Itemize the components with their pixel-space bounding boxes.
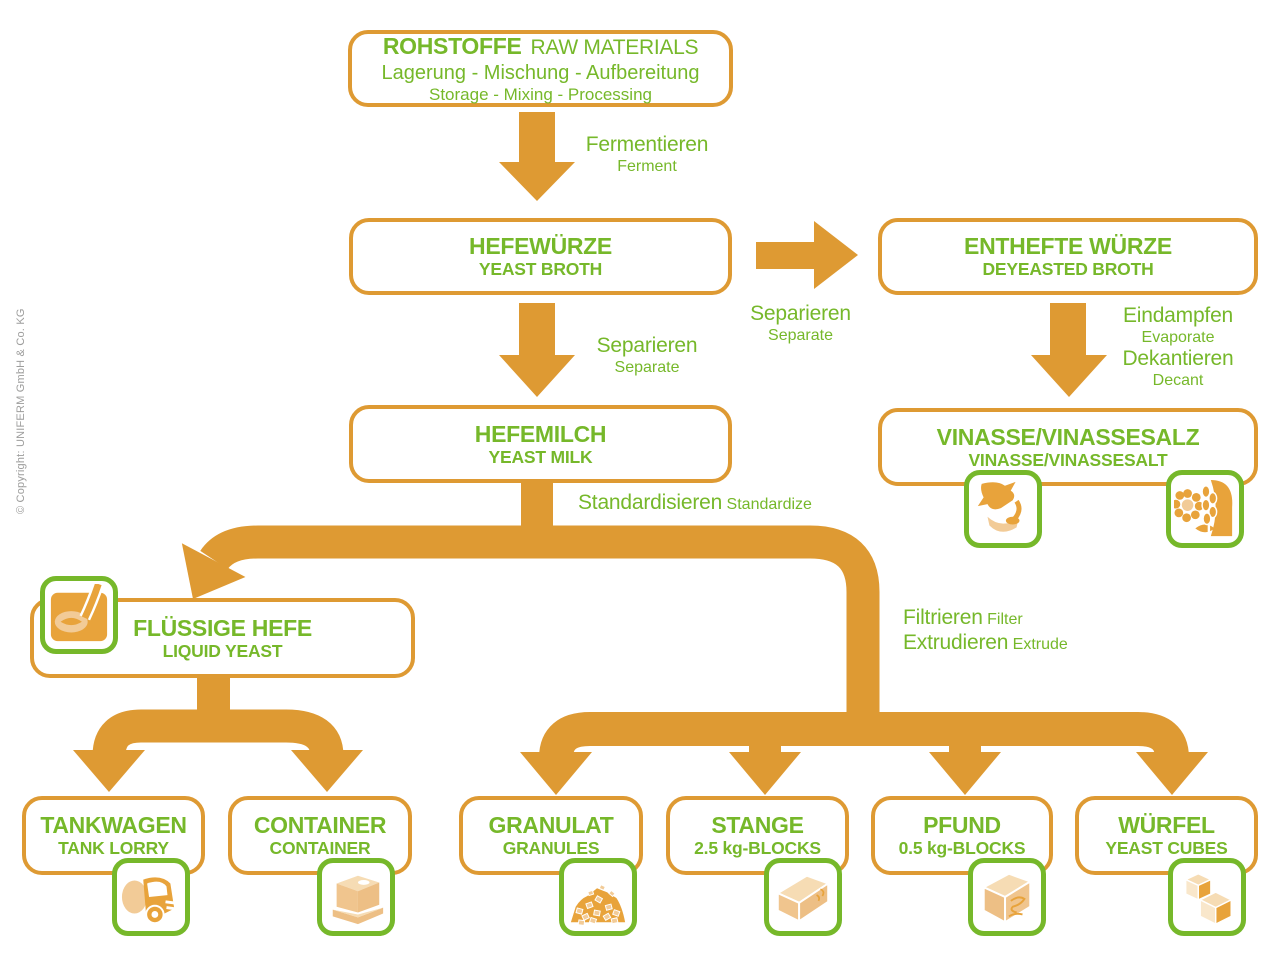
arrow-separate-down [499,303,575,397]
node-title-en: VINASSE/VINASSESALT [968,449,1168,470]
liquid-yeast-icon [40,576,118,654]
node-title-de: STANGE [711,812,804,838]
node-title-en: GRANULES [502,838,600,858]
node-rohstoffe-subtitle-en: Storage - Mixing - Processing [429,84,652,104]
label-evaporate-decant: Eindampfen Evaporate Dekantieren Decant [1122,304,1234,389]
label-ferment: Fermentieren Ferment [585,133,709,175]
node-title-de: CONTAINER [253,812,387,838]
connector-standardize-branch [181,480,880,722]
node-title-de: TANKWAGEN [40,812,187,838]
node-title-de: WÜRFEL [1118,812,1215,838]
node-title-en: TANK LORRY [58,838,169,858]
node-rohstoffe-subtitle-de: Lagerung - Mischung - Aufbereitung [381,61,700,84]
node-title-en: YEAST BROTH [478,259,603,279]
arrow-ferment-down [499,112,575,201]
connector-liquid-split [73,676,363,792]
node-title-en: CONTAINER [269,838,371,858]
tank-lorry-icon [112,858,190,936]
node-title-en: YEAST MILK [488,446,593,467]
node-title-de: HEFEMILCH [474,420,607,447]
container-icon [317,858,395,936]
block-2-5kg-icon [764,858,842,936]
node-title-de: FLÜSSIGE HEFE [133,614,312,641]
block-0-5kg-icon [968,858,1046,936]
label-separate-down: Separieren Separate [596,334,698,376]
cattle-feed-icon [964,470,1042,548]
node-hefewuerze: HEFEWÜRZE YEAST BROTH [349,218,732,295]
node-title-de: GRANULAT [488,812,614,838]
node-enthefte-wuerze: ENTHEFTE WÜRZE DEYEASTED BROTH [878,218,1258,295]
node-title-de: HEFEWÜRZE [469,233,612,259]
node-title-en: 0.5 kg-BLOCKS [898,838,1026,858]
arrow-evaporate-decant-down [1031,303,1107,397]
connector-four-way-split [520,712,1208,795]
node-title-en: LIQUID YEAST [162,640,283,661]
node-title-en: 2.5 kg-BLOCKS [694,838,821,858]
label-filter-extrude: Filtrieren Filter Extrudieren Extrude [903,606,1068,654]
node-title-en: YEAST CUBES [1105,838,1228,858]
label-separate-right: Separieren Separate [750,302,851,344]
crop-fertilizer-icon [1166,470,1244,548]
node-title-en: DEYEASTED BROTH [982,259,1154,279]
node-title-de: VINASSE/VINASSESALZ [936,423,1200,450]
yeast-cubes-icon [1168,858,1246,936]
node-title-de: PFUND [923,812,1001,838]
label-standardize: Standardisieren Standardize [578,491,812,514]
node-granulat: GRANULAT GRANULES [459,796,643,875]
node-hefemilch: HEFEMILCH YEAST MILK [349,405,732,483]
node-title-de: ENTHEFTE WÜRZE [964,233,1172,259]
arrow-separate-right [756,221,858,289]
granules-icon [559,858,637,936]
copyright-text: © Copyright: UNIFERM GmbH & Co. KG [15,308,27,514]
